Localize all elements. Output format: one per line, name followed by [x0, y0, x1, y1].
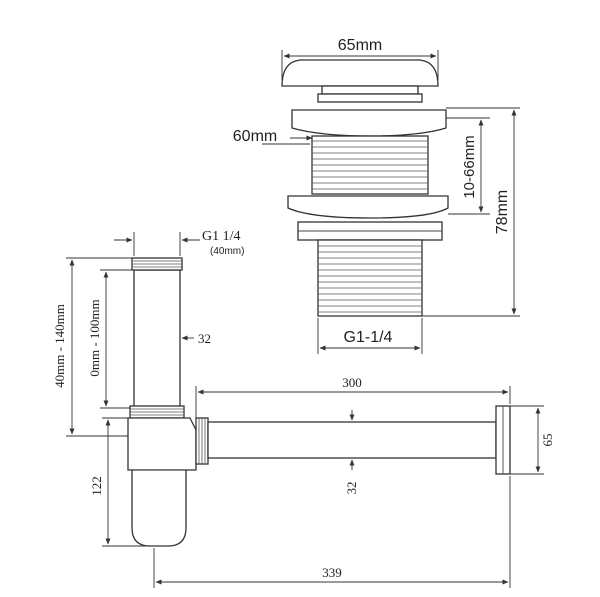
dim-waste-thread: G1-1/4 [344, 329, 393, 346]
trap-inlet-pipe [133, 269, 181, 409]
bottle-trap: G1 1/4 (40mm) 40mm - 140mm 0mm - 100mm 3… [52, 229, 555, 588]
waste-thread-upper [312, 140, 428, 190]
waste-thread-lower [318, 245, 422, 313]
dim-trap-arm-dia: 32 [344, 482, 359, 495]
dim-trap-total-height: 40mm - 140mm [52, 304, 67, 388]
dim-trap-pipe-adjust: 0mm - 100mm [87, 299, 102, 376]
trap-horizontal-arm [207, 421, 497, 459]
dim-trap-pipe-dia: 32 [198, 331, 211, 346]
waste-rim-flange [287, 195, 449, 219]
waste-top-flange [291, 109, 447, 137]
trap-bottle-cup [131, 469, 187, 547]
dim-trap-total-length: 339 [322, 565, 342, 580]
trap-bottle [127, 417, 197, 471]
dim-total-height: 78mm [494, 190, 511, 234]
dim-trap-thread: G1 1/4 [202, 229, 241, 244]
dim-trap-flange-dia: 65 [540, 434, 555, 447]
dim-body-width: 60mm [233, 128, 277, 145]
dim-trap-thread-sub: (40mm) [210, 246, 244, 257]
waste-neck [321, 85, 419, 95]
dim-adjust-range: 10-66mm [461, 135, 478, 198]
dim-trap-bottle-height: 122 [89, 476, 104, 496]
dim-trap-arm-length: 300 [342, 375, 362, 390]
dim-cap-width: 65mm [338, 37, 382, 54]
pop-up-waste: 65mm 60mm 10-66mm 78mm G1-1/4 [233, 37, 520, 354]
waste-cap [281, 59, 439, 87]
